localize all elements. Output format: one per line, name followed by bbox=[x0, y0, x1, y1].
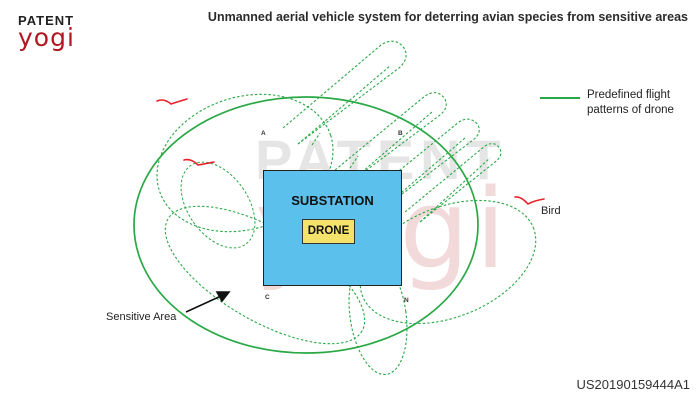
point-label-n: N bbox=[404, 297, 409, 304]
point-label-c: C bbox=[265, 294, 270, 301]
patent-number: US20190159444A1 bbox=[577, 377, 691, 392]
drone-box: DRONE bbox=[302, 219, 355, 244]
substation-box: SUBSTATION DRONE bbox=[263, 170, 402, 286]
legend-text: Predefined flight patterns of drone bbox=[587, 88, 700, 118]
substation-label: SUBSTATION bbox=[264, 193, 401, 208]
bird-label: Bird bbox=[541, 205, 561, 217]
bird-icon bbox=[157, 99, 187, 104]
sensitive-area-arrow bbox=[186, 292, 229, 312]
flight-loop-inner bbox=[166, 148, 270, 261]
sensitive-area-label: Sensitive Area bbox=[106, 311, 176, 323]
legend-line-swatch bbox=[540, 97, 580, 99]
bird-icon bbox=[515, 197, 544, 204]
drone-label: DRONE bbox=[308, 225, 350, 237]
point-label-a: A bbox=[261, 130, 266, 137]
point-label-b: B bbox=[398, 130, 403, 137]
